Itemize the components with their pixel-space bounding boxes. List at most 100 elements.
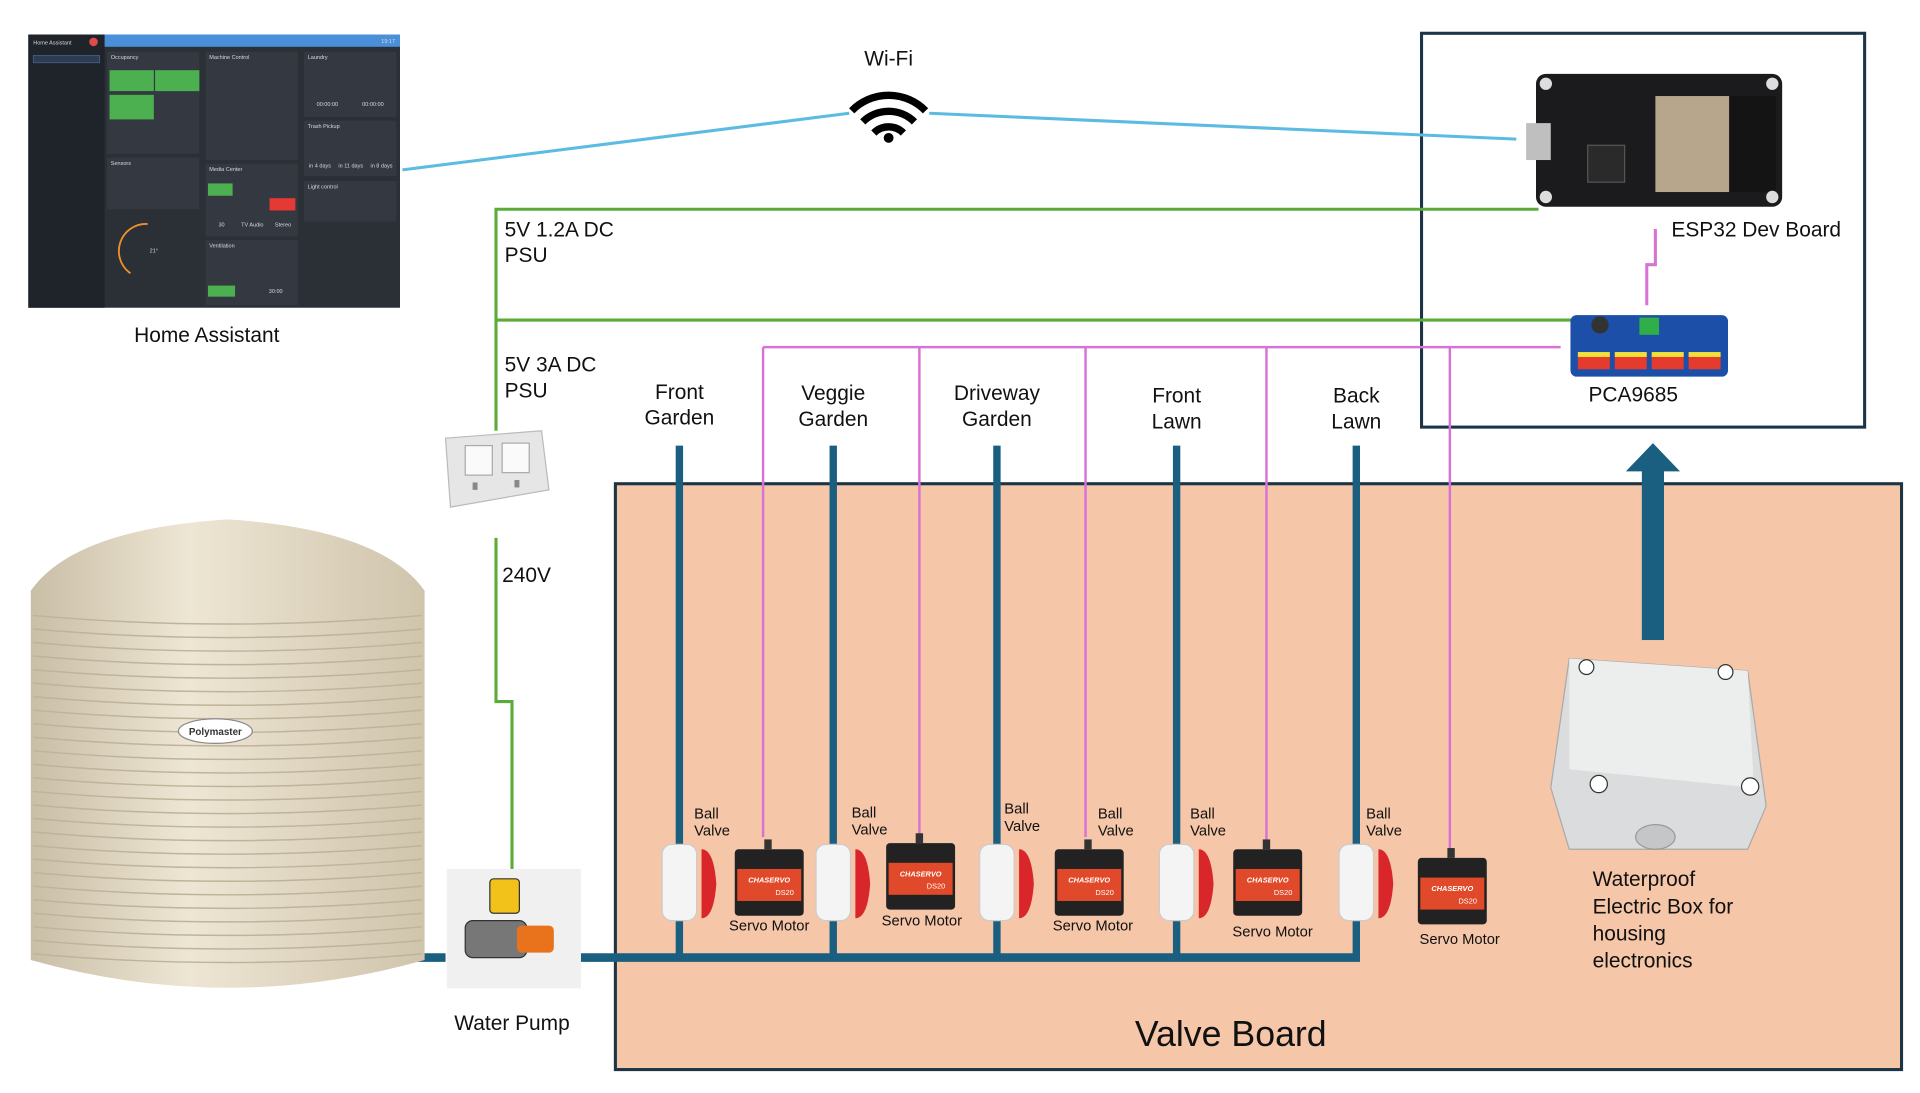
valve-handle-icon — [855, 849, 871, 919]
ha-app-title: Home Assistant — [33, 40, 72, 46]
ball-valve-label-line1: Ball — [852, 805, 877, 821]
ha-toggle-active — [109, 70, 154, 92]
servo-model: DS20 — [927, 882, 945, 891]
up-arrow-icon — [1625, 443, 1680, 641]
ha-card-title: Occupancy — [111, 55, 139, 61]
mains-label: 240V — [502, 564, 551, 587]
servo-motor-icon: CHASERVO DS20 — [886, 833, 956, 910]
ball-valve-label-line2: Valve — [1366, 824, 1402, 840]
servo-motor-label: Servo Motor — [1232, 925, 1312, 941]
tank-rib — [33, 926, 423, 937]
servo-label-plate — [888, 862, 953, 895]
ball-valve-label-line1: Ball — [1004, 802, 1029, 818]
ball-valve-label-line2: Valve — [1004, 819, 1040, 835]
valve-board-label: Valve Board — [1135, 1014, 1327, 1054]
ha-card — [304, 51, 397, 117]
ball-valve-icon — [1158, 843, 1195, 922]
ball-valve-icon — [661, 843, 698, 922]
tank-rib — [33, 655, 423, 666]
servo-model: DS20 — [1095, 888, 1113, 897]
water-tank: Polymaster — [30, 519, 425, 988]
tank-rib — [33, 885, 423, 896]
ha-media-label: 30 — [218, 223, 224, 229]
enclosure-line: electronics — [1593, 949, 1693, 972]
ha-toggle-active — [109, 94, 154, 120]
esp32-board — [1526, 73, 1783, 207]
tank-ribs — [33, 614, 423, 964]
tank-rib — [33, 804, 423, 815]
ha-card — [304, 180, 397, 222]
tank-rib — [33, 628, 423, 639]
servo-brand: CHASERVO — [900, 869, 942, 878]
tank-rib — [33, 763, 423, 774]
tank-rib — [33, 831, 423, 842]
ha-media-power — [269, 198, 296, 211]
wifi-link-home-assistant — [402, 111, 850, 172]
ha-trash-label: in 11 days — [338, 163, 363, 169]
ha-notification-icon — [89, 37, 98, 47]
servo-shaft — [915, 833, 924, 844]
waterproof-box — [1550, 657, 1767, 850]
tank-rib — [33, 858, 423, 869]
ha-card-title: Sensors — [111, 161, 131, 167]
servo-label-plate — [1420, 877, 1485, 910]
tank-rib — [33, 668, 423, 679]
zone-label-line2: Garden — [962, 408, 1032, 431]
ha-clock: 19:17 — [381, 39, 395, 45]
zone-label-line2: Garden — [645, 407, 715, 430]
zone-label-line1: Front — [1152, 384, 1201, 407]
servo-brand: CHASERVO — [748, 875, 790, 884]
ball-valve-label-line2: Valve — [694, 824, 730, 840]
servo-shaft — [1447, 848, 1455, 858]
valve-handle-icon — [701, 849, 717, 919]
tank-rib — [33, 939, 423, 950]
servo-shaft — [764, 839, 772, 850]
tank-rib — [33, 695, 423, 707]
ha-media-label: Stereo — [275, 223, 291, 229]
ball-valve-icon — [979, 843, 1015, 922]
enclosure-line: Electric Box for — [1593, 895, 1734, 918]
ha-trash-label: in 8 days — [370, 163, 392, 169]
ha-card — [304, 120, 397, 177]
tank-rib — [33, 777, 423, 788]
ball-valve-label-line1: Ball — [1366, 806, 1391, 822]
tank-rib — [33, 817, 423, 828]
valve-handle-icon — [1198, 849, 1214, 919]
ha-laundry-time: 00:00:00 — [317, 102, 338, 108]
psu-large-line1: 5V 3A DC — [505, 354, 597, 377]
ha-thermostat-dial — [117, 223, 148, 275]
ha-ventilation-timer: 30:00 — [269, 289, 283, 295]
ball-valve-label-line2: Valve — [1098, 824, 1134, 840]
tank-rib — [33, 750, 423, 761]
servo-label-plate — [1235, 868, 1300, 901]
power-line-5v-1a — [494, 207, 1539, 431]
zone-label-line1: Veggie — [801, 382, 865, 405]
ha-card — [107, 157, 200, 210]
tank-rib — [33, 614, 423, 625]
water-pump-label: Water Pump — [454, 1012, 569, 1035]
pca9685-label: PCA9685 — [1588, 383, 1678, 406]
servo-shaft — [1084, 839, 1092, 850]
ha-card-title: Machine Control — [209, 55, 249, 61]
ball-valve-label-line1: Ball — [1098, 806, 1123, 822]
psu-small-line2: PSU — [505, 244, 548, 267]
